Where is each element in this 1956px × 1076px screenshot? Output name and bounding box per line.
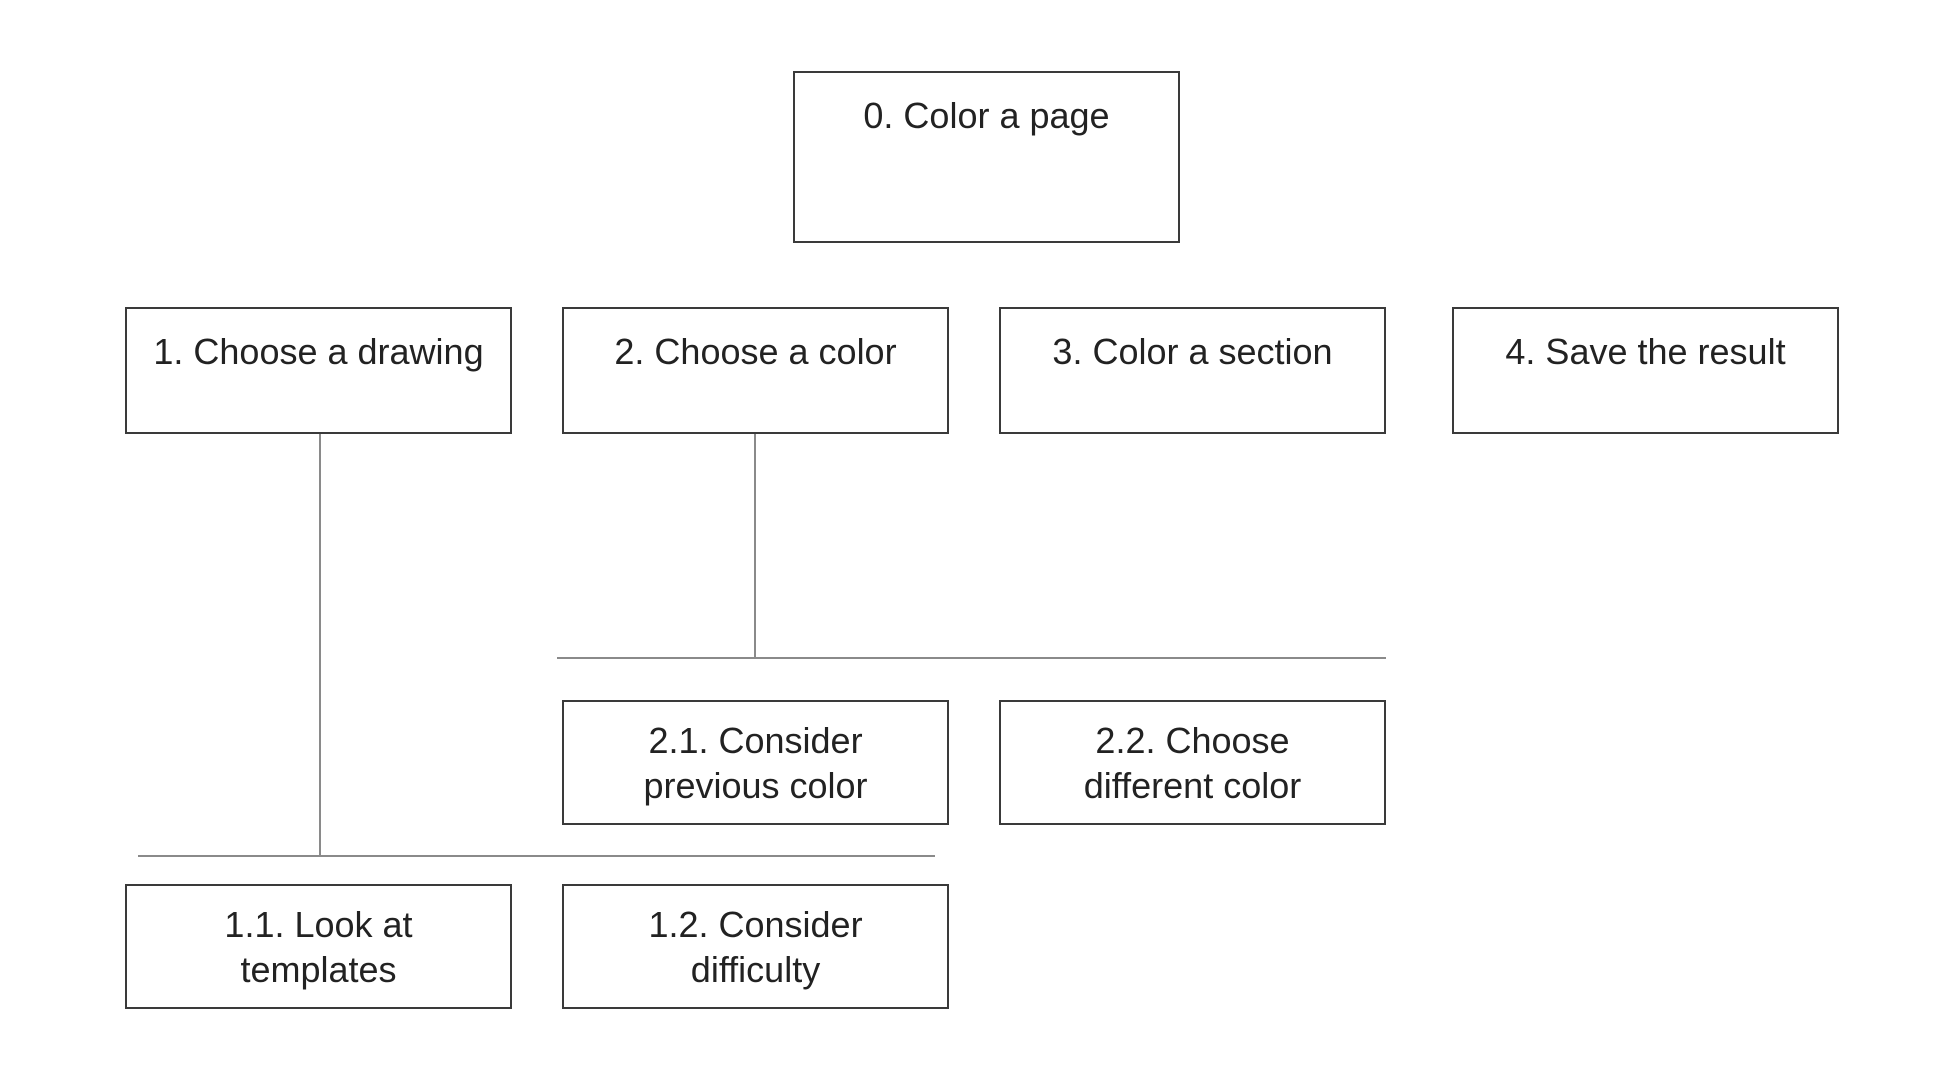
connector-n1-children-bar (138, 855, 935, 857)
node-root: 0. Color a page (793, 71, 1180, 243)
node-3-color-section: 3. Color a section (999, 307, 1386, 434)
node-1-1-look-at-templates: 1.1. Look at templates (125, 884, 512, 1009)
connector-n2-down (754, 434, 756, 659)
connector-n1-down (319, 434, 321, 857)
node-2-choose-color: 2. Choose a color (562, 307, 949, 434)
node-2-2-choose-different-color: 2.2. Choose different color (999, 700, 1386, 825)
node-1-2-consider-difficulty: 1.2. Consider difficulty (562, 884, 949, 1009)
node-4-save-result: 4. Save the result (1452, 307, 1839, 434)
connector-n2-children-bar (557, 657, 1386, 659)
node-1-choose-drawing: 1. Choose a drawing (125, 307, 512, 434)
node-2-1-consider-previous-color: 2.1. Consider previous color (562, 700, 949, 825)
